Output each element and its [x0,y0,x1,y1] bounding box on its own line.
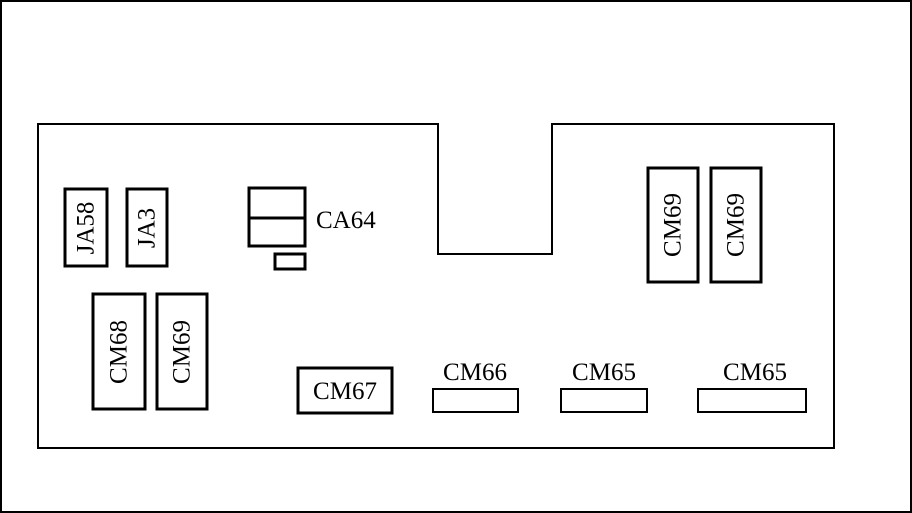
cm65-b-label: CM65 [723,359,787,386]
cm65-a-connector [560,388,648,413]
cm69-left-connector [155,292,209,411]
cm65-a-label: CM65 [572,359,636,386]
cm67-connector [296,366,394,415]
cm69-right-a-label: CM69 [660,193,687,257]
cm69-right-b-connector [709,166,763,284]
ja3-label: JA3 [134,208,161,248]
ca64-label: CA64 [316,207,376,234]
cm66-connector [432,388,519,413]
ja58-connector [63,187,109,268]
cm69-right-b-label: CM69 [723,193,750,257]
board-outline [37,123,835,449]
cm67-label: CM67 [313,378,377,405]
ca64-tab [273,252,307,271]
cm68-label: CM68 [106,320,133,384]
cm69-left-label: CM69 [169,320,196,384]
cm66-label: CM66 [443,359,507,386]
ja3-connector [125,187,169,268]
cm69-right-a-connector [646,166,700,284]
cm68-connector [91,292,147,411]
cm65-b-connector [697,388,807,413]
ja58-label: JA58 [73,202,100,255]
